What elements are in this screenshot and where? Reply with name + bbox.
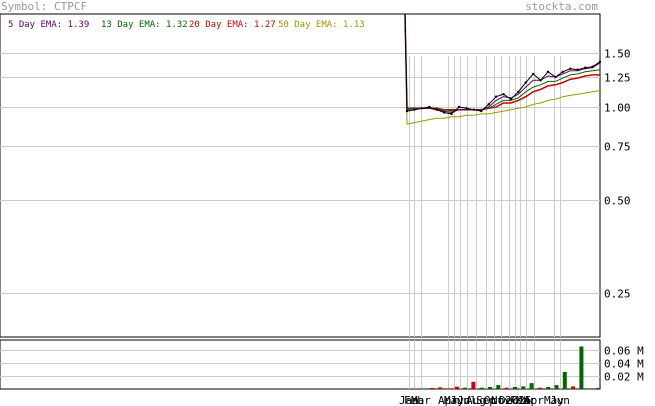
price-point (524, 81, 527, 84)
price-point (591, 65, 594, 68)
x-tick-label: Aug (466, 394, 486, 406)
x-tick-label: Jul (457, 394, 477, 406)
volume-tick-label: 0.04 M (604, 358, 644, 371)
x-tick-label: May (544, 394, 564, 406)
legend-ema50: 50 Day EMA: 1.13 (278, 20, 365, 30)
price-point (480, 109, 483, 113)
price-point (405, 109, 409, 113)
ema-legend: 5 Day EMA: 1.39 13 Day EMA: 1.32 20 Day … (8, 20, 365, 30)
x-tick-label: Mar (411, 394, 431, 406)
price-point (428, 105, 431, 109)
ema50-line (404, 13, 601, 125)
volume-bar (479, 387, 484, 389)
price-tick-label: 1.25 (604, 72, 631, 85)
volume-bar (413, 388, 418, 390)
price-point (442, 111, 446, 114)
price-point (487, 103, 490, 106)
price-point (494, 95, 498, 98)
volume-bar (537, 387, 542, 389)
price-point (465, 107, 468, 110)
x-tick-label: 2025 (505, 394, 532, 406)
volume-bar (429, 388, 434, 389)
volume-bar (488, 387, 492, 389)
volume-bar (454, 386, 459, 389)
ema5-line (404, 13, 601, 114)
price-point (532, 72, 535, 76)
x-tick-label: Oct (484, 394, 504, 406)
x-tick-label: Feb (404, 394, 424, 406)
volume-panel-frame (0, 339, 601, 390)
volume-bar (562, 372, 567, 389)
price-tick-label: 1.50 (604, 48, 631, 61)
header-band (0, 0, 655, 14)
volume-tick-label: 0.02 M (604, 371, 644, 384)
x-tick-label: Apr (524, 394, 544, 406)
symbol-label: Symbol: CTPCF (1, 0, 87, 13)
price-tick-label: 1.00 (604, 102, 631, 115)
price-point (472, 108, 475, 111)
x-tick-label: Jun (550, 394, 570, 406)
site-label[interactable]: stockta.com (525, 0, 598, 13)
volume-bar (529, 383, 534, 389)
volume-bar (421, 388, 426, 390)
price-point (554, 75, 557, 79)
price-point (450, 112, 453, 116)
legend-ema13: 13 Day EMA: 1.32 (101, 20, 188, 30)
price-point (420, 107, 423, 110)
volume-bar (446, 388, 451, 390)
x-tick-label: Mar (516, 394, 536, 406)
price-point (598, 60, 602, 63)
x-tick-label: Jan (399, 394, 419, 406)
price-point (546, 70, 550, 74)
x-tick-label: Nov (491, 394, 511, 406)
x-tick-label: Apr (438, 394, 458, 406)
price-series (404, 13, 602, 125)
volume-bar (571, 386, 576, 389)
price-line (404, 13, 601, 115)
volume-tick-label: 0.06 M (604, 345, 644, 358)
price-point (569, 67, 572, 70)
price-point (457, 105, 461, 109)
legend-ema20: 20 Day EMA: 1.27 (189, 20, 276, 30)
price-point (539, 79, 542, 82)
x-tick-label: Jun (450, 394, 470, 406)
price-point (584, 66, 587, 69)
volume-bar (546, 387, 551, 389)
volume-bar (496, 385, 501, 389)
volume-bar (554, 385, 559, 389)
price-tick-label: 0.75 (604, 141, 631, 154)
y-axis-labels: 1.50 1.25 1.00 0.75 0.50 0.25 0.06 M0.04 M0.02… (604, 48, 644, 384)
price-tick-label: 0.50 (604, 195, 631, 208)
price-point (509, 98, 513, 101)
price-point (502, 93, 505, 96)
volume-bar (521, 386, 526, 389)
legend-ema5: 5 Day EMA: 1.39 (8, 20, 89, 30)
volume-bars (405, 346, 600, 390)
price-panel-frame (0, 13, 601, 338)
x-tick-label: Dec (499, 394, 519, 406)
price-point (435, 108, 438, 111)
volume-bar (504, 387, 509, 389)
volume-bar (438, 387, 443, 389)
x-tick-label: Feb (510, 394, 530, 406)
price-point (517, 90, 520, 94)
price-point (561, 70, 565, 74)
grid-lines (0, 53, 600, 389)
volume-bar (513, 387, 517, 389)
volume-bar (471, 381, 476, 389)
x-tick-label: Sep (476, 394, 496, 406)
x-tick-label: May (444, 394, 464, 406)
price-tick-label: 0.25 (604, 288, 631, 301)
volume-bar (587, 388, 592, 390)
price-point (413, 108, 416, 111)
volume-bar (405, 388, 409, 390)
volume-bar (579, 346, 584, 389)
volume-bar (596, 388, 600, 389)
price-point (576, 68, 579, 71)
volume-bar (463, 387, 468, 389)
